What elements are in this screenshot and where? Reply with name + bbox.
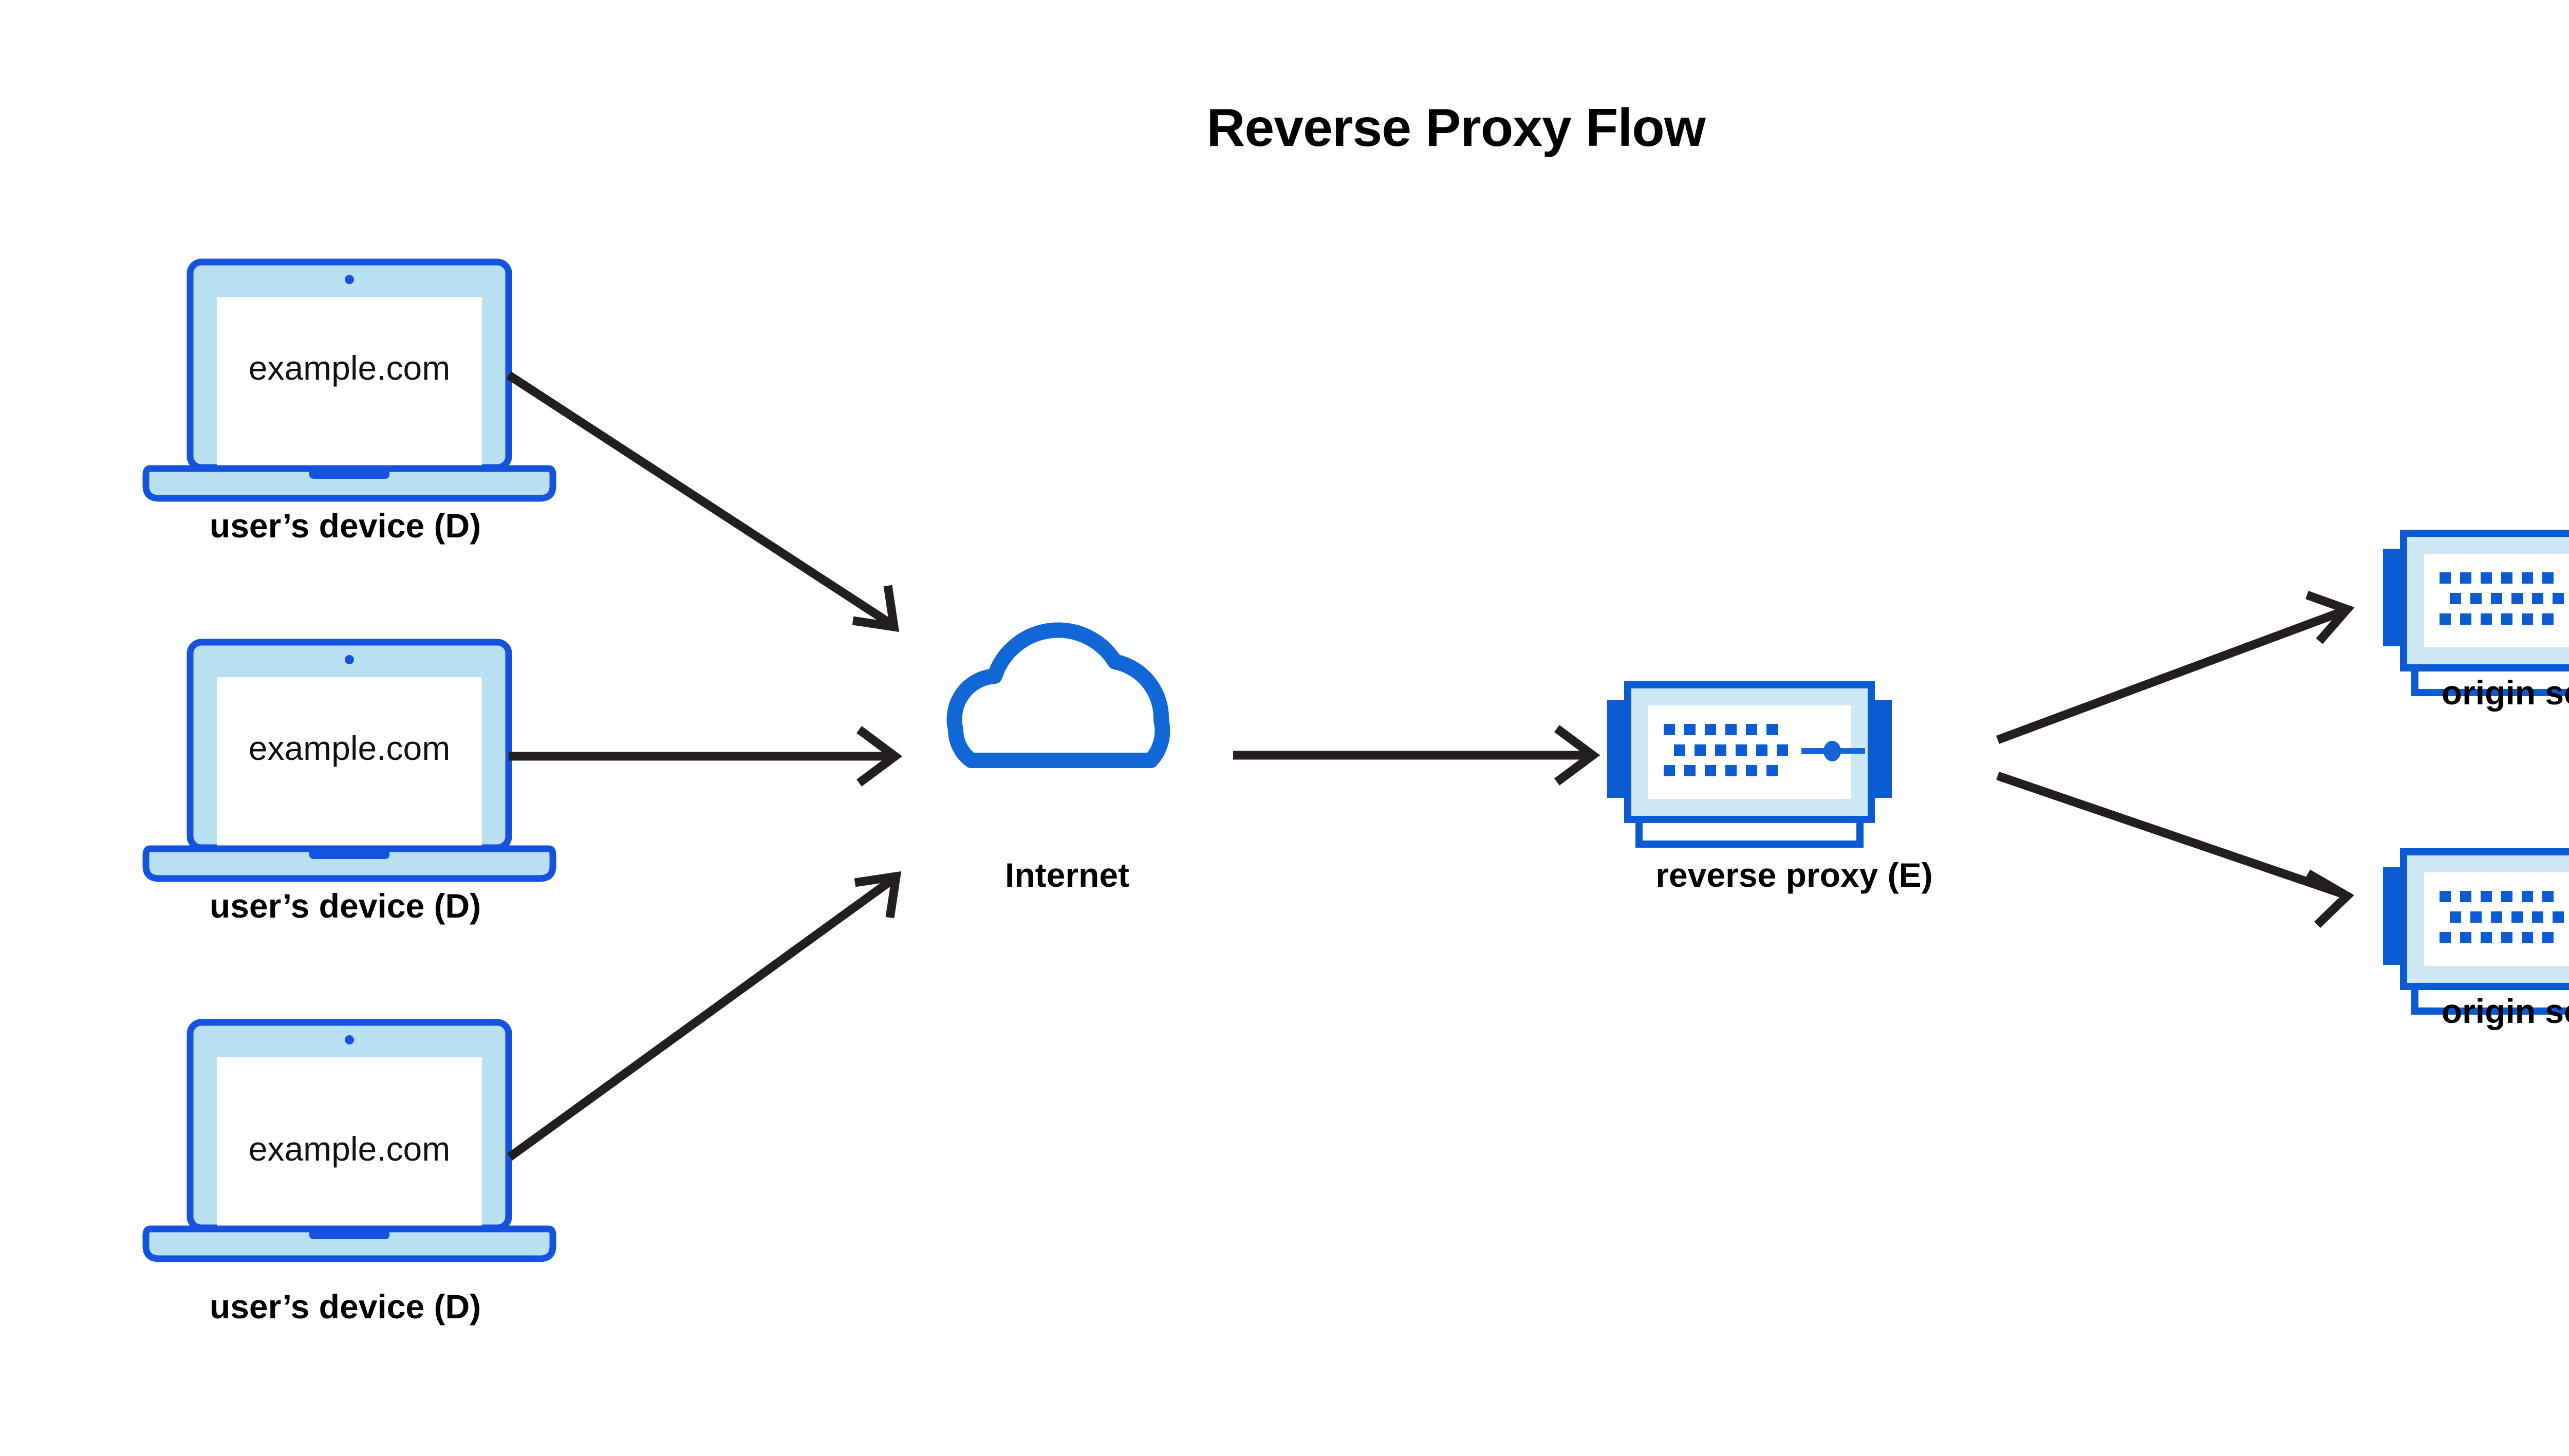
server-icon-origin-top: [2383, 533, 2569, 693]
screen-url-client-bottom: example.com: [248, 1130, 451, 1168]
label-client-middle: user’s device (D): [209, 887, 481, 925]
edge-client-middle-to-internet: [509, 726, 903, 787]
label-client-top: user’s device (D): [209, 507, 481, 545]
cloud-icon-internet: [955, 630, 1163, 760]
label-origin-top: origin server (F): [2441, 674, 2569, 712]
label-client-bottom: user’s device (D): [209, 1287, 481, 1326]
edge-client-top-to-internet: [506, 371, 900, 632]
server-icon-reverse-proxy: [1607, 685, 1892, 844]
label-origin-bottom: origin server (F): [2441, 992, 2569, 1030]
label-internet: Internet: [1004, 856, 1130, 894]
screen-url-client-top: example.com: [248, 349, 451, 387]
screen-url-client-middle: example.com: [248, 729, 451, 767]
edge-proxy-to-origin-top: [1996, 590, 2355, 744]
edge-client-bottom-to-internet: [507, 871, 902, 1161]
server-icon-origin-bottom: [2383, 852, 2569, 1011]
edge-internet-to-proxy: [1233, 725, 1600, 786]
page-title: Reverse Proxy Flow: [1206, 98, 1705, 158]
edge-proxy-to-origin-bottom: [1996, 771, 2355, 928]
label-reverse-proxy: reverse proxy (E): [1655, 856, 1933, 894]
